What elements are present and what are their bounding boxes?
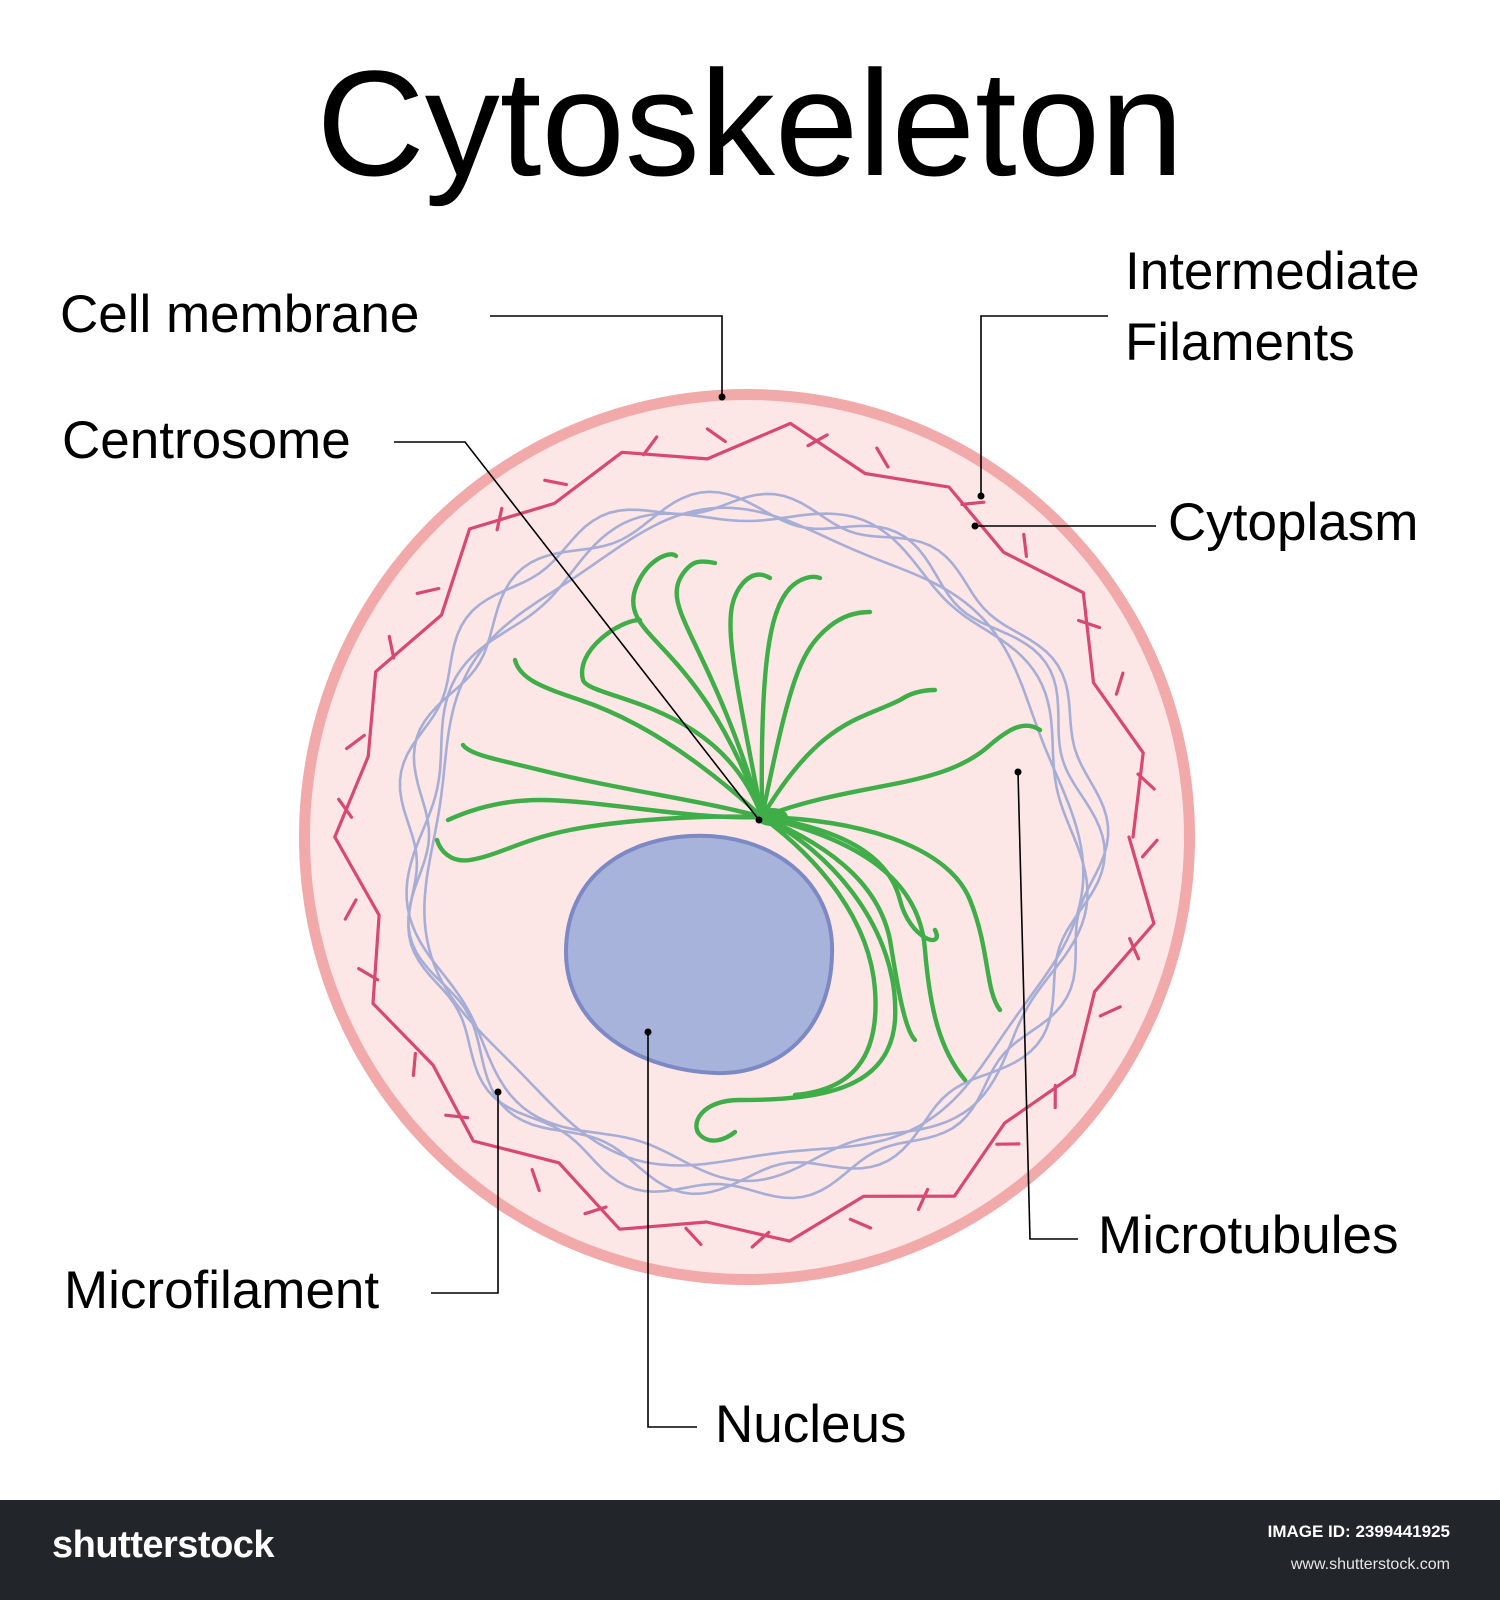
microtubule: [460, 742, 765, 820]
diagram-title: Cytoskeleton: [316, 39, 1183, 207]
microtubule: [512, 657, 765, 820]
leader-microtubules: [1017, 771, 1078, 1240]
microfilaments: [333, 421, 1159, 1249]
leader-centrosome: [394, 441, 760, 821]
microtubule: [728, 572, 773, 820]
microfilament-branch: [543, 478, 569, 487]
microfilament-branch: [415, 586, 441, 596]
nucleus: [563, 833, 835, 1076]
microfilament-branch: [684, 1226, 703, 1247]
intermediate-filament-strand: [398, 492, 1110, 1200]
leader-intermediate-filaments: [980, 315, 1108, 496]
microtubule: [759, 814, 918, 1043]
leader-dot: [755, 816, 763, 824]
microfilament-branch: [960, 500, 986, 506]
microfilament-branch: [343, 898, 358, 921]
microtubule: [631, 552, 765, 820]
centrosome: [756, 808, 788, 826]
microfilament-branch: [387, 634, 396, 660]
intermediate-filament-strand: [407, 490, 1107, 1196]
microtubules: [434, 552, 1043, 1143]
microtubule: [759, 574, 823, 820]
microtubule: [694, 814, 898, 1143]
microtubule: [759, 814, 878, 1098]
leader-dot: [977, 492, 985, 500]
footer-bar: shutterstock IMAGE ID: 2399441925 www.sh…: [0, 1500, 1500, 1600]
leader-dot: [718, 393, 726, 401]
microfilament-branch: [1022, 532, 1029, 558]
label-intermediate-line2: Filaments: [1125, 313, 1355, 372]
microfilament-branch: [1140, 838, 1159, 859]
label-cytoplasm: Cytoplasm: [1168, 493, 1418, 552]
microfilament-branch: [848, 1217, 873, 1230]
microfilament-branch: [750, 1230, 771, 1249]
microtubule: [759, 723, 1043, 820]
label-nucleus: Nucleus: [715, 1395, 906, 1454]
microtubule: [579, 617, 765, 820]
brand-logo[interactable]: shutterstock: [52, 1524, 275, 1566]
microtubule: [759, 814, 939, 943]
microfilament-branch: [705, 427, 727, 444]
microtubule: [445, 797, 765, 823]
cell: [299, 389, 1195, 1285]
microfilament-branch: [1114, 671, 1125, 696]
label-microfilament: Microfilament: [64, 1261, 379, 1320]
microfilament-branch: [916, 1187, 930, 1212]
leader-dot: [1014, 768, 1022, 776]
microfilament-branch: [1128, 936, 1141, 961]
microtubule: [759, 609, 873, 820]
leader-lines: [394, 315, 1156, 1428]
leader-nucleus: [647, 1032, 697, 1428]
site-url[interactable]: www.shutterstock.com: [1290, 1556, 1450, 1573]
cytoplasm: [310, 400, 1184, 1274]
microfilament-branch: [641, 435, 659, 457]
cytoskeleton-diagram: Cytoskeleton: [60, 39, 1420, 1454]
microfilament-branch: [583, 1205, 608, 1216]
microtubule: [759, 687, 938, 820]
microfilament-branch: [345, 733, 366, 751]
microfilament-strand: [333, 421, 1156, 1243]
microfilament-branch: [1076, 618, 1102, 630]
microfilament-branch: [411, 1051, 417, 1078]
microfilament-branch: [875, 446, 890, 469]
microfilament-branch: [1098, 1005, 1122, 1018]
microfilament-branch: [530, 1167, 541, 1193]
microtubule: [434, 814, 765, 863]
microtubule: [759, 814, 1003, 1013]
microfilament-branch: [337, 797, 354, 819]
microfilament-branch: [444, 1113, 470, 1120]
label-intermediate-line1: Intermediate: [1125, 242, 1420, 301]
microfilament-branch: [806, 433, 829, 448]
microfilament-branch: [495, 506, 504, 532]
image-id-text: IMAGE ID: 2399441925: [1267, 1522, 1450, 1541]
leader-dot: [494, 1088, 502, 1096]
label-centrosome: Centrosome: [62, 411, 351, 470]
leader-microfilament: [431, 1092, 499, 1294]
label-microtubules: Microtubules: [1098, 1206, 1398, 1265]
leader-dot: [971, 522, 979, 530]
microtubule: [674, 559, 765, 820]
intermediate-filaments: [398, 490, 1110, 1200]
microfilament-branch: [357, 966, 380, 982]
leader-dot: [644, 1028, 652, 1036]
intermediate-filament-strand: [423, 506, 1085, 1167]
label-cell-membrane: Cell membrane: [60, 285, 419, 344]
microfilament-branch: [1136, 772, 1156, 791]
leader-cell-membrane: [490, 315, 723, 397]
